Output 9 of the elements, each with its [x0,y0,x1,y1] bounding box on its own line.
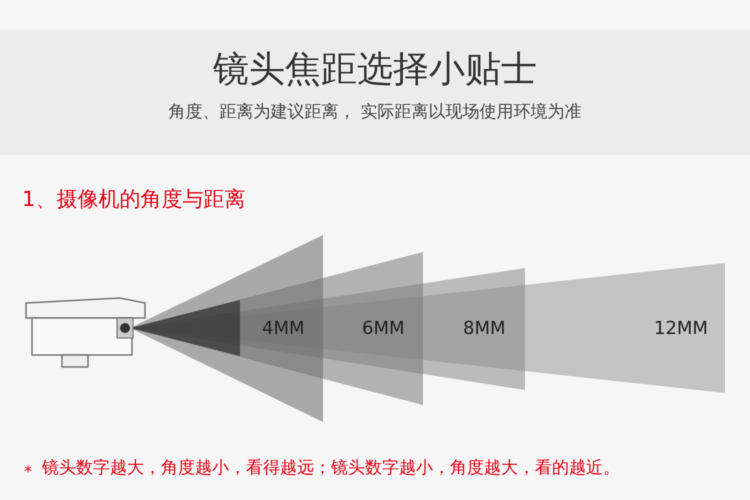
note: 镜头数字越大，角度越小，看得越远；镜头数字越小，角度越大，看的越近。 [42,458,620,478]
title: 镜头焦距选择小贴士 [212,48,538,92]
focal-length-label: 8MM [463,318,506,340]
section-heading: 1、摄像机的角度与距离 [22,187,246,212]
focal-length-label: 12MM [654,318,708,340]
focal-length-label: 4MM [262,318,305,340]
subtitle: 角度、距离为建议距离， 实际距离以现场使用环境为准 [167,102,583,122]
focal-length-label: 6MM [362,318,405,340]
asterisk: * [24,462,32,482]
